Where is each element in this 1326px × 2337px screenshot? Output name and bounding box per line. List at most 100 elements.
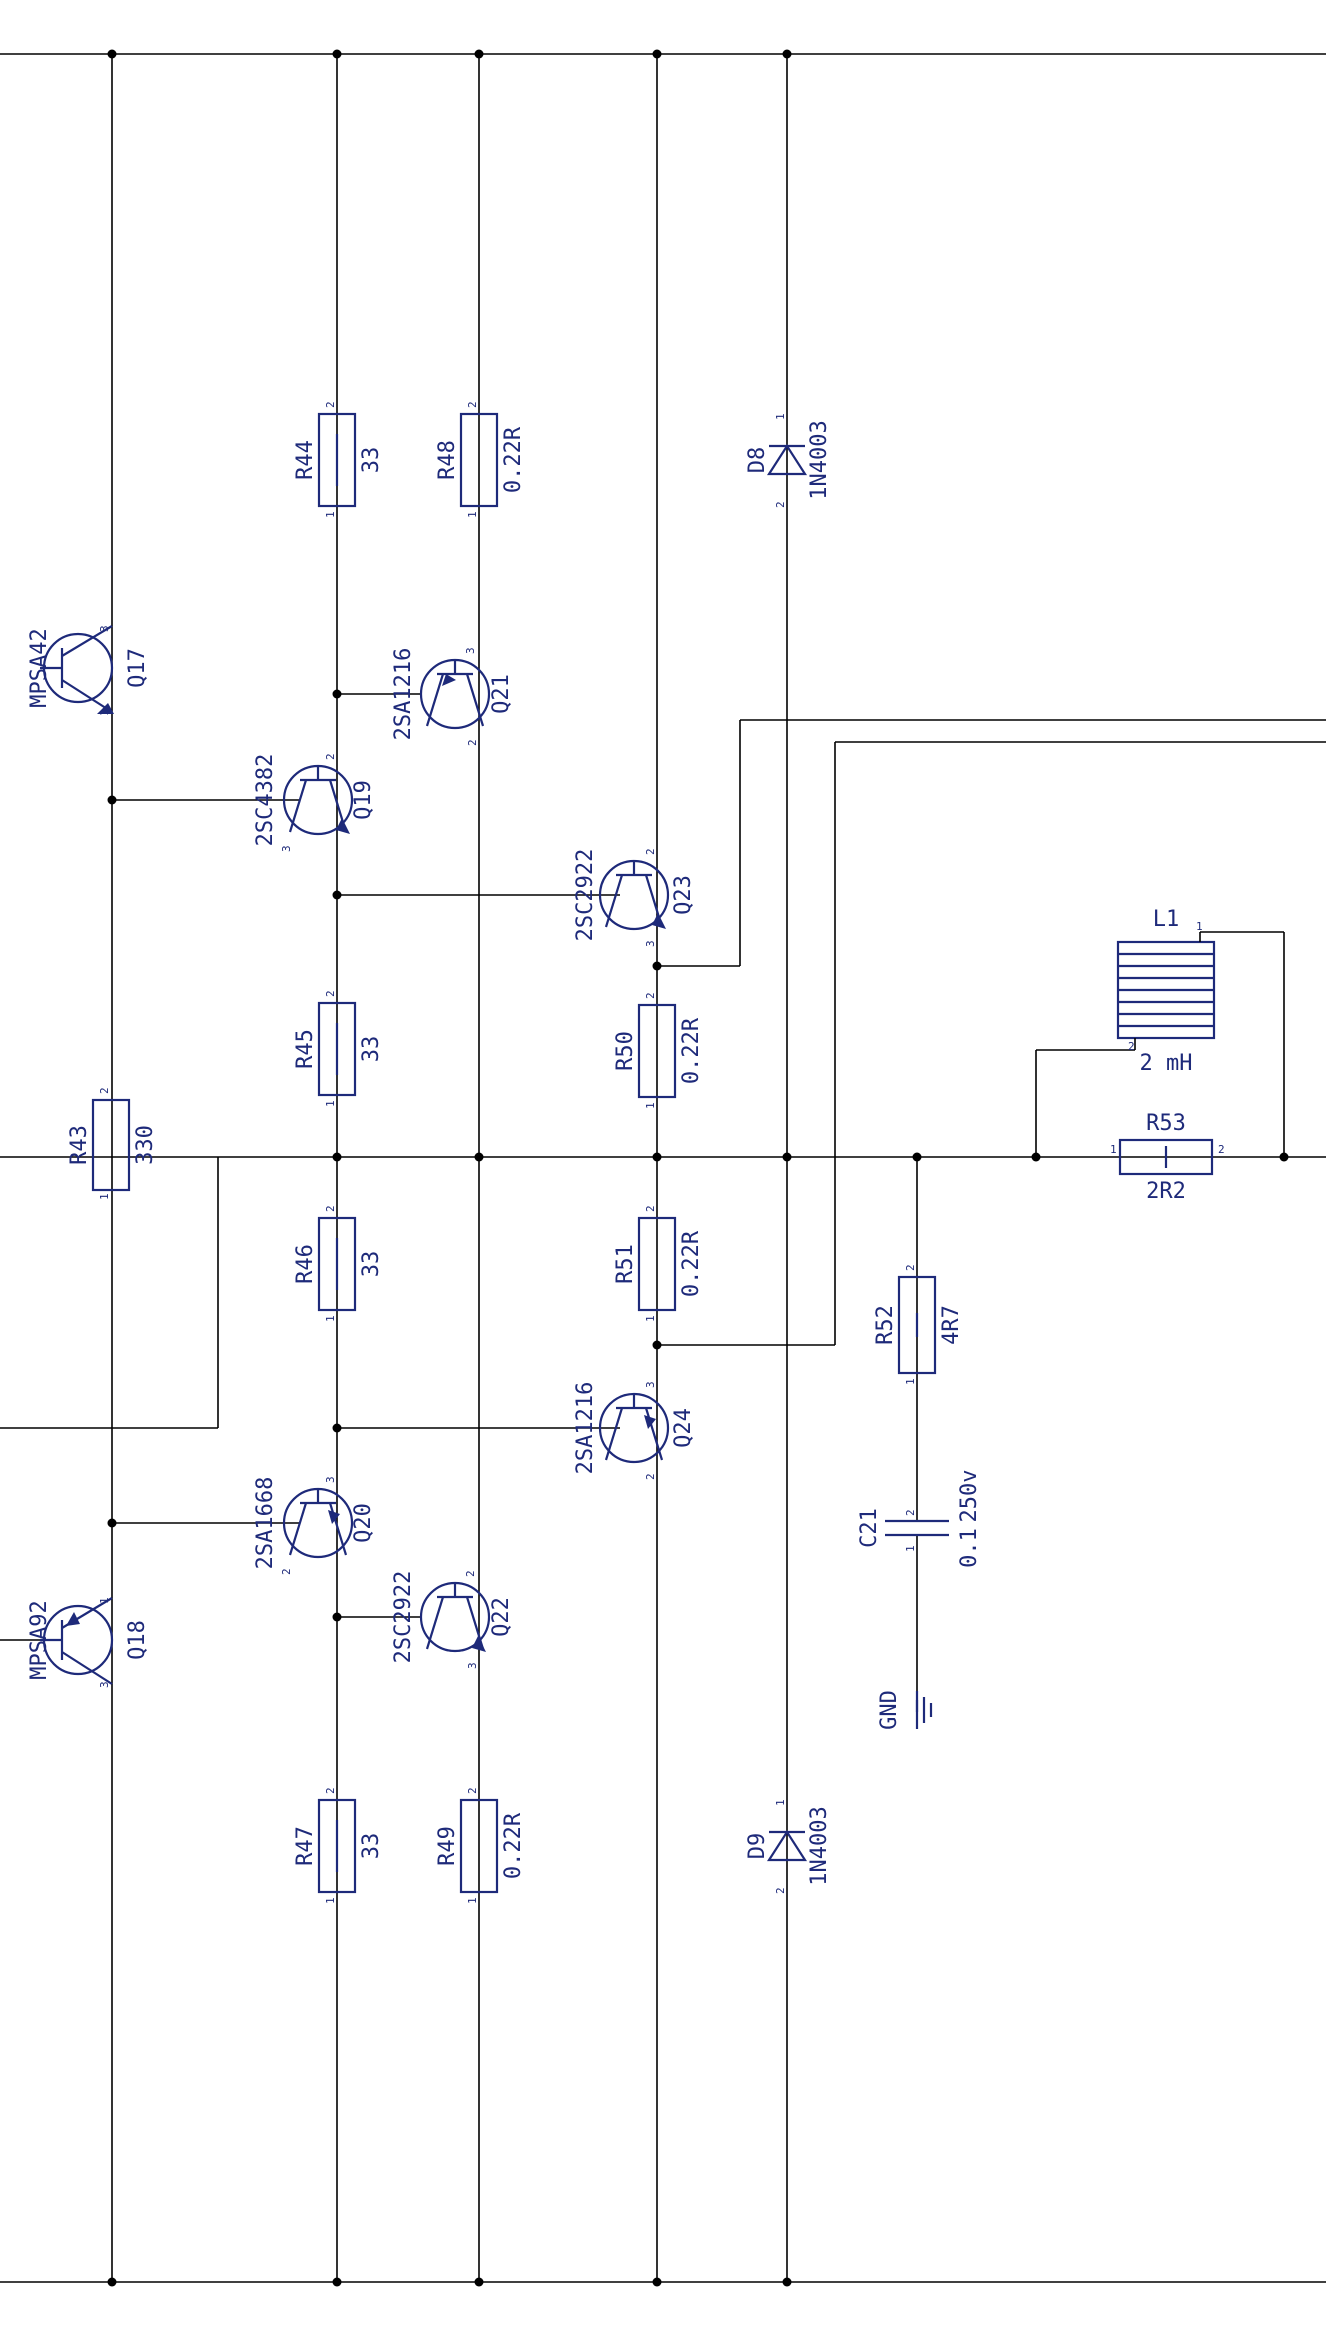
inductor-l1: L1 2 mH 1 2 <box>1116 907 1218 1076</box>
transistor-part: 2SA1668 <box>253 1477 278 1570</box>
resistor-r50: R50 0.22R 2 1 <box>613 992 704 1109</box>
resistor-value: 330 <box>133 1125 158 1165</box>
svg-text:2: 2 <box>324 1787 337 1794</box>
svg-text:1: 1 <box>324 511 337 518</box>
diode-d9: D9 1N4003 1 2 <box>745 1799 832 1894</box>
resistor-r47: R47 33 2 1 <box>293 1787 384 1904</box>
transistor-part: 2SC2922 <box>573 849 598 942</box>
resistor-ref: R45 <box>293 1029 318 1069</box>
transistor-part: 2SA1216 <box>391 648 416 741</box>
transistor-part: 2SC4382 <box>253 754 278 847</box>
svg-text:3: 3 <box>324 1476 337 1483</box>
svg-text:2: 2 <box>466 739 479 746</box>
svg-text:1: 1 <box>774 413 787 420</box>
resistor-ref: R47 <box>293 1826 318 1866</box>
transistor-ref: Q23 <box>671 875 696 915</box>
svg-text:2: 2 <box>324 401 337 408</box>
svg-text:3: 3 <box>280 845 293 852</box>
svg-text:2: 2 <box>904 1509 917 1516</box>
svg-text:2: 2 <box>774 501 787 508</box>
svg-text:2: 2 <box>644 992 657 999</box>
inductor-value: 2 mH <box>1140 1051 1193 1076</box>
resistor-r51: R51 0.22R 2 1 <box>613 1205 704 1322</box>
svg-text:1: 1 <box>98 1193 111 1200</box>
resistor-value: 2R2 <box>1146 1179 1186 1204</box>
svg-text:2: 2 <box>904 1264 917 1271</box>
resistor-ref: R43 <box>67 1125 92 1165</box>
svg-text:3: 3 <box>464 647 477 654</box>
svg-text:2: 2 <box>644 1473 657 1480</box>
diode-ref: D9 <box>745 1833 770 1860</box>
svg-text:3: 3 <box>466 1662 479 1669</box>
resistor-value: 4R7 <box>939 1305 964 1345</box>
ground-label: GND <box>877 1690 902 1730</box>
transistor-ref: Q22 <box>489 1597 514 1637</box>
svg-text:1: 1 <box>466 511 479 518</box>
resistor-ref: R46 <box>293 1244 318 1284</box>
svg-text:2: 2 <box>1128 1040 1135 1053</box>
transistor-ref: Q18 <box>125 1620 150 1660</box>
resistor-ref: R53 <box>1146 1111 1186 1136</box>
svg-text:1: 1 <box>904 1545 917 1552</box>
resistor-r49: R49 0.22R 2 1 <box>435 1787 526 1904</box>
resistor-value: 33 <box>359 1251 384 1278</box>
diode-d8: D8 1N4003 1 2 <box>745 413 832 508</box>
svg-text:1: 1 <box>324 1315 337 1322</box>
svg-text:1: 1 <box>1110 1143 1117 1156</box>
svg-text:2: 2 <box>466 401 479 408</box>
transistor-q19: 2SC4382 Q19 2 3 <box>253 753 376 852</box>
transistor-ref: Q17 <box>125 648 150 688</box>
capacitor-value: 0.1 <box>957 1528 982 1568</box>
svg-text:1: 1 <box>98 1597 111 1604</box>
resistor-r52: R52 4R7 2 1 <box>873 1264 964 1385</box>
transistor-q23: 2SC2922 Q23 2 3 <box>573 848 696 947</box>
svg-text:2: 2 <box>98 1087 111 1094</box>
transistor-ref: Q19 <box>351 780 376 820</box>
svg-text:1: 1 <box>774 1799 787 1806</box>
svg-text:2: 2 <box>324 990 337 997</box>
resistor-r45: R45 33 2 1 <box>293 990 384 1107</box>
svg-text:1: 1 <box>324 1100 337 1107</box>
resistor-ref: R51 <box>613 1244 638 1284</box>
svg-text:1: 1 <box>904 1378 917 1385</box>
transistor-q20: 2SA1668 Q20 3 2 <box>253 1476 376 1575</box>
svg-text:3: 3 <box>644 940 657 947</box>
transistor-ref: Q24 <box>671 1408 696 1448</box>
resistor-r48: R48 0.22R 2 1 <box>435 401 526 518</box>
capacitor-voltage: 250v <box>957 1470 982 1523</box>
resistor-ref: R49 <box>435 1826 460 1866</box>
svg-text:2: 2 <box>280 1568 293 1575</box>
transistor-q18: MPSA92 Q18 1 3 <box>27 1597 150 1688</box>
diode-part: 1N4003 <box>807 1806 832 1885</box>
transistor-part: 2SC2922 <box>391 1571 416 1664</box>
svg-text:2: 2 <box>464 1570 477 1577</box>
junction-dots <box>107 49 1289 2287</box>
transistor-ref: Q20 <box>351 1503 376 1543</box>
resistor-ref: R50 <box>613 1031 638 1071</box>
ground-symbol: GND <box>877 1690 933 1730</box>
svg-text:2: 2 <box>324 753 337 760</box>
resistor-value: 0.22R <box>501 426 526 493</box>
svg-text:1: 1 <box>644 1315 657 1322</box>
svg-text:1: 1 <box>98 709 111 716</box>
svg-text:1: 1 <box>324 1897 337 1904</box>
svg-text:1: 1 <box>466 1897 479 1904</box>
svg-text:3: 3 <box>644 1381 657 1388</box>
svg-text:3: 3 <box>98 1681 111 1688</box>
resistor-r43: R43 330 2 1 <box>67 1087 158 1200</box>
wires <box>0 53 1326 2283</box>
resistor-ref: R44 <box>293 440 318 480</box>
svg-text:1: 1 <box>1196 920 1203 933</box>
resistor-value: 0.22R <box>679 1017 704 1084</box>
diode-part: 1N4003 <box>807 420 832 499</box>
resistor-ref: R52 <box>873 1305 898 1345</box>
transistor-ref: Q21 <box>489 674 514 714</box>
transistor-part: 2SA1216 <box>573 1382 598 1475</box>
resistor-r46: R46 33 2 1 <box>293 1205 384 1322</box>
resistor-value: 33 <box>359 1036 384 1063</box>
svg-text:2: 2 <box>1218 1143 1225 1156</box>
svg-text:2: 2 <box>324 1205 337 1212</box>
resistor-value: 33 <box>359 1833 384 1860</box>
capacitor-c21: C21 0.1 250v 2 1 <box>857 1470 982 1568</box>
